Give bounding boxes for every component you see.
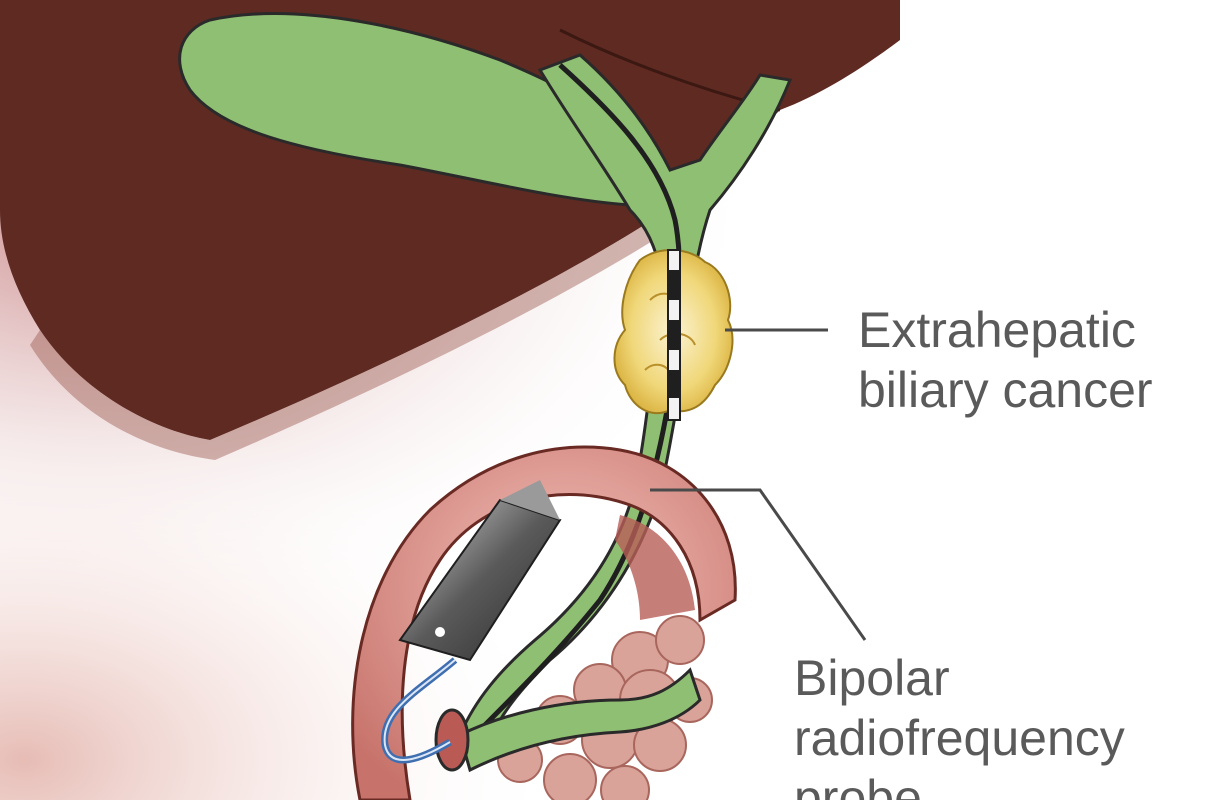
- catheter-highlight: [383, 659, 456, 761]
- probe-electrodes: [667, 249, 681, 421]
- label-probe-line1: Bipolar: [794, 650, 950, 706]
- duodenum: [351, 445, 737, 800]
- papilla-opening: [434, 708, 470, 772]
- label-probe-line3: probe: [794, 770, 922, 800]
- distal-bile-duct: [458, 667, 702, 773]
- label-extrahepatic-biliary-cancer: Extrahepatic biliary cancer: [858, 300, 1153, 420]
- label-cancer-line1: Extrahepatic: [858, 302, 1136, 358]
- endoscope: [398, 480, 562, 662]
- label-bipolar-probe: Bipolar radiofrequency probe: [794, 648, 1125, 800]
- label-probe-line2: radiofrequency: [794, 710, 1125, 766]
- duodenum-inner-wall: [615, 515, 695, 620]
- label-cancer-line2: biliary cancer: [858, 362, 1153, 418]
- leader-line-probe: [650, 488, 867, 641]
